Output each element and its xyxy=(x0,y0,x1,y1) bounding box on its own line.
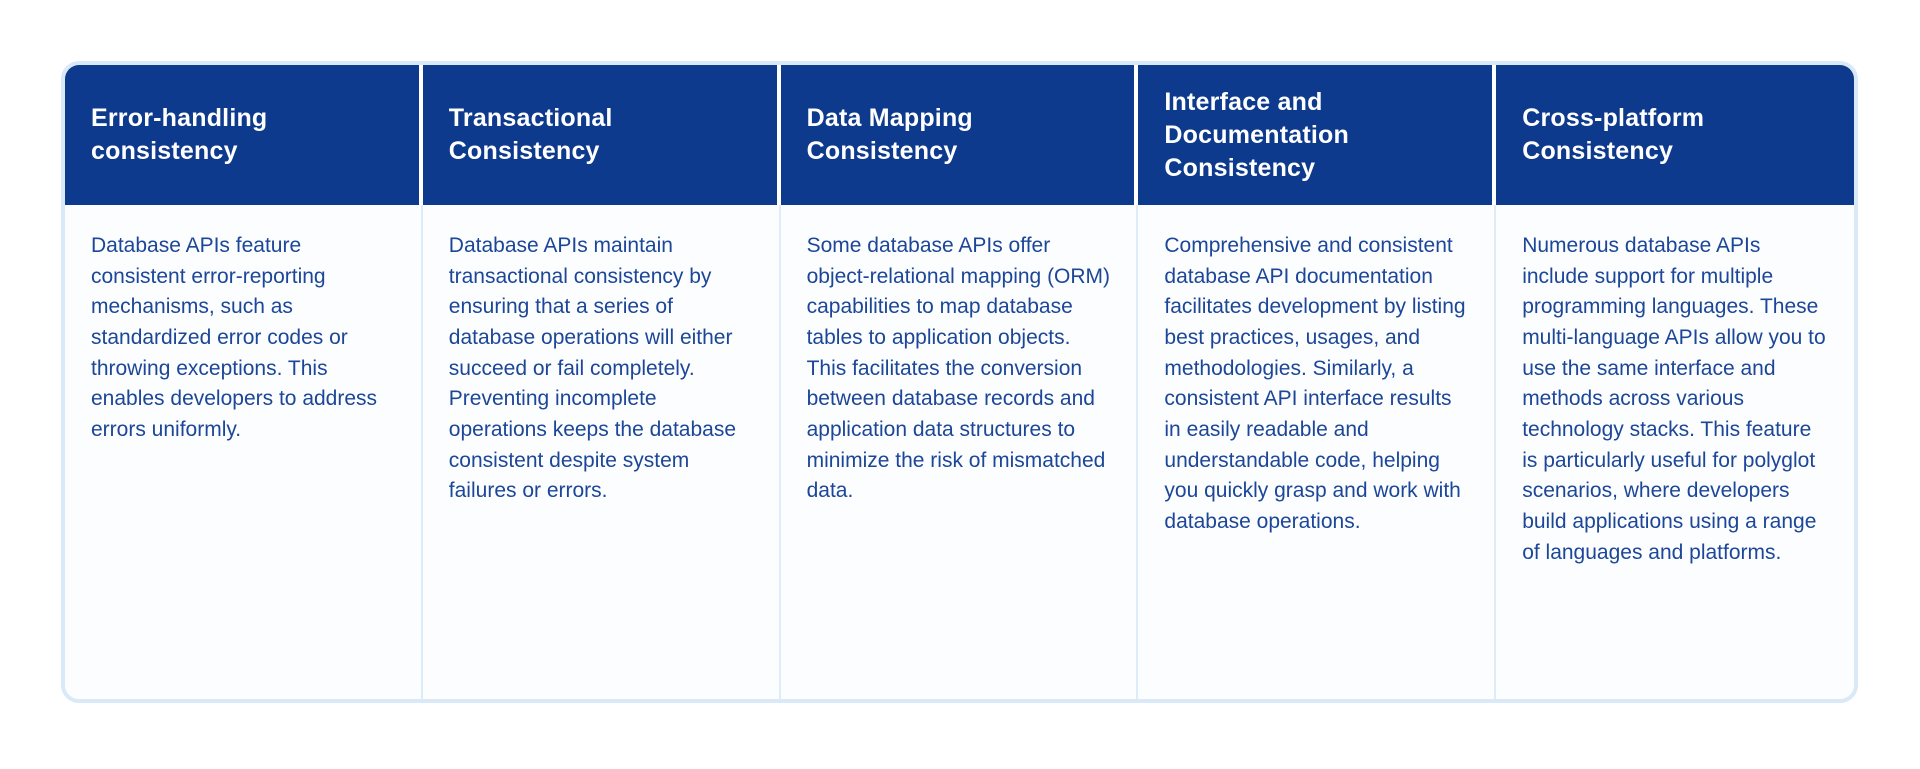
column-transactional: Transactional Consistency Database APIs … xyxy=(422,65,781,699)
column-body: Database APIs maintain transactional con… xyxy=(422,205,781,699)
column-body-text: Database APIs maintain transactional con… xyxy=(448,234,737,503)
column-body-text: Numerous database APIs include support f… xyxy=(1522,234,1826,564)
column-title: Interface and Documentation Consistency xyxy=(1164,87,1349,182)
column-body-text: Database APIs feature consistent error-r… xyxy=(91,234,378,441)
column-body: Database APIs feature consistent error-r… xyxy=(65,205,423,699)
column-header: Transactional Consistency xyxy=(422,65,781,205)
column-title: Transactional Consistency xyxy=(448,104,613,165)
column-body-text: Comprehensive and consistent database AP… xyxy=(1164,234,1466,533)
column-body-text: Some database APIs offer object-relation… xyxy=(806,234,1111,503)
column-body: Comprehensive and consistent database AP… xyxy=(1138,205,1497,699)
consistency-comparison-table: Error-handling consistency Database APIs… xyxy=(61,61,1858,703)
column-error-handling: Error-handling consistency Database APIs… xyxy=(65,65,423,699)
column-cross-platform: Cross-platform Consistency Numerous data… xyxy=(1496,65,1854,699)
column-header: Interface and Documentation Consistency xyxy=(1138,65,1497,205)
column-header: Cross-platform Consistency xyxy=(1496,65,1854,205)
column-interface-documentation: Interface and Documentation Consistency … xyxy=(1138,65,1497,699)
column-data-mapping: Data Mapping Consistency Some database A… xyxy=(780,65,1139,699)
column-title: Data Mapping Consistency xyxy=(806,104,973,165)
column-header: Data Mapping Consistency xyxy=(780,65,1139,205)
column-header: Error-handling consistency xyxy=(65,65,423,205)
column-body: Numerous database APIs include support f… xyxy=(1496,205,1854,699)
column-title: Error-handling consistency xyxy=(91,104,268,165)
column-title: Cross-platform Consistency xyxy=(1522,104,1705,165)
column-body: Some database APIs offer object-relation… xyxy=(780,205,1139,699)
